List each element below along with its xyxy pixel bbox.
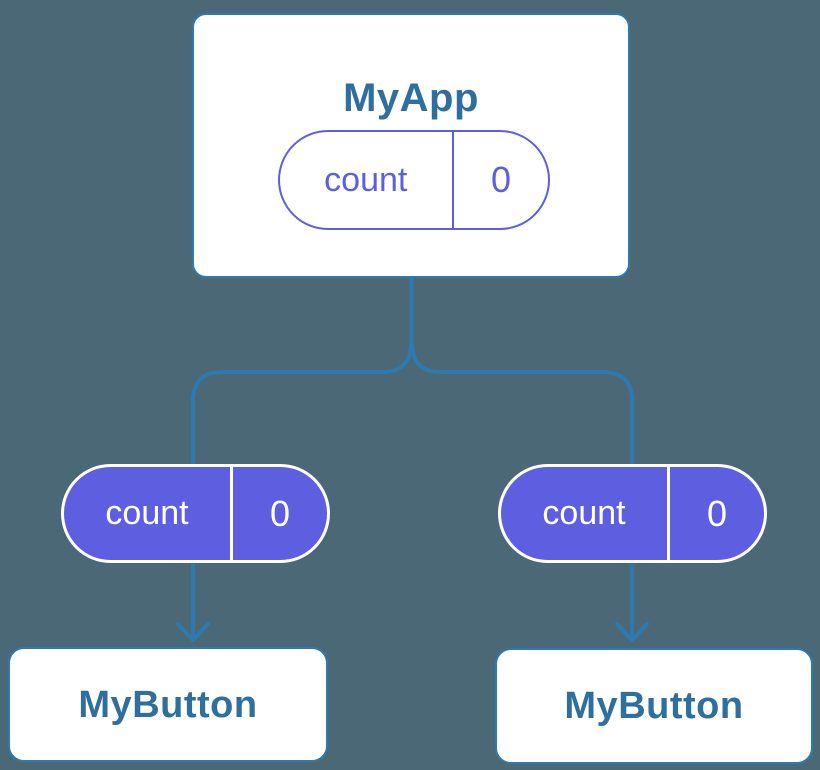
mybutton-node-right: MyButton [495, 648, 813, 764]
right-prop-pill: count 0 [498, 464, 767, 563]
myapp-title: MyApp [343, 76, 479, 120]
left-prop-pill: count 0 [61, 464, 330, 563]
mybutton-left-title: MyButton [78, 683, 258, 726]
left-prop-pill-name: count [105, 494, 189, 532]
root-state-pill: count 0 [278, 130, 550, 230]
right-prop-pill-name: count [542, 494, 626, 532]
mybutton-right-title: MyButton [564, 685, 744, 727]
arrowhead-left-icon [176, 622, 210, 642]
state-pill-name: count [324, 160, 408, 199]
mybutton-node-left: MyButton [8, 647, 328, 762]
right-branch-line [409, 338, 634, 641]
state-pill-value: 0 [490, 159, 512, 200]
state-pill-divider [451, 132, 454, 228]
left-prop-pill-value: 0 [269, 492, 291, 534]
left-branch-line [191, 338, 414, 641]
arrowhead-right-icon [615, 622, 649, 642]
left-prop-pill-divider [230, 467, 233, 560]
right-prop-pill-value: 0 [706, 492, 728, 534]
right-prop-pill-divider [667, 467, 670, 560]
